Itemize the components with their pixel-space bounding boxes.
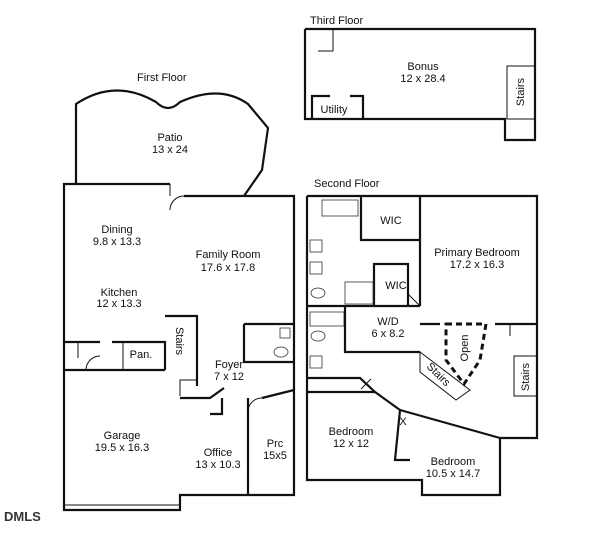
second-floor-title: Second Floor xyxy=(314,178,380,190)
sink-icon xyxy=(279,327,291,339)
third-floor-title: Third Floor xyxy=(310,15,364,27)
closet-x-line xyxy=(360,378,372,390)
door-arc xyxy=(85,355,101,371)
patio-dim: 13 x 24 xyxy=(152,144,188,156)
wd-wall xyxy=(343,306,420,354)
wic-2-label: WIC xyxy=(385,280,406,292)
prc-dim: 15x5 xyxy=(263,450,287,462)
wd-dim: 6 x 8.2 xyxy=(371,328,404,340)
third-floor: Third Floor Bonus 12 x 28.4 Utility Stai… xyxy=(303,15,537,142)
bathtub-icon xyxy=(309,311,345,327)
office-label: Office xyxy=(204,447,233,459)
open-label: Open xyxy=(459,335,471,362)
bonus-dim: 12 x 28.4 xyxy=(400,73,445,85)
foyer-dim: 7 x 12 xyxy=(214,371,244,383)
prc-label: Prc xyxy=(267,438,284,450)
first-stairs-label: Stairs xyxy=(173,327,185,356)
first-floor-outline xyxy=(62,182,296,512)
third-stairs-box xyxy=(506,65,536,120)
first-floor: First Floor Patio 13 x 24 Dining 9.8 x 1… xyxy=(62,72,296,512)
pantry-label: Pan. xyxy=(130,349,153,361)
primary-bedroom-label: Primary Bedroom xyxy=(434,247,520,259)
stairs-wall xyxy=(165,314,199,386)
wic-wall xyxy=(359,196,420,242)
third-stairs-label: Stairs xyxy=(515,77,527,106)
primary-bedroom-dim: 17.2 x 16.3 xyxy=(450,259,504,271)
prc-wall xyxy=(261,388,295,400)
door-arc xyxy=(169,195,185,211)
office-dim: 13 x 10.3 xyxy=(195,459,240,471)
foyer-label: Foyer xyxy=(215,359,243,371)
bedroom-wall xyxy=(374,391,410,462)
shower-icon xyxy=(344,281,374,305)
patio-outline xyxy=(74,89,270,197)
garage-label: Garage xyxy=(104,430,141,442)
dining-dim: 9.8 x 13.3 xyxy=(93,236,141,248)
bedroom-2-dim: 10.5 x 14.7 xyxy=(426,468,480,480)
bedroom-wall xyxy=(399,408,501,440)
sink-icon xyxy=(309,239,323,253)
utility-label: Utility xyxy=(321,104,348,116)
toilet-icon xyxy=(310,330,326,342)
bedroom-1-dim: 12 x 12 xyxy=(333,438,369,450)
second-stairs-a xyxy=(419,350,471,401)
wall-line xyxy=(407,293,421,307)
wd-label: W/D xyxy=(377,316,398,328)
door-arc xyxy=(247,397,263,411)
dmls-logo: DMLS xyxy=(4,509,41,524)
patio-label: Patio xyxy=(157,132,182,144)
wic-wall xyxy=(372,262,410,306)
sink-icon xyxy=(309,355,323,369)
second-stairs-b-box xyxy=(513,355,538,397)
toilet-icon xyxy=(310,287,326,299)
pantry-wall xyxy=(112,340,167,370)
office-wall xyxy=(180,387,225,400)
toilet-icon xyxy=(273,346,289,358)
bedroom-1-label: Bedroom xyxy=(329,426,374,438)
dining-label: Dining xyxy=(101,224,132,236)
kitchen-label: Kitchen xyxy=(101,287,138,299)
open-to-below xyxy=(444,322,488,387)
wic-1-label: WIC xyxy=(380,215,401,227)
family-room-label: Family Room xyxy=(196,249,261,261)
foyer-wall xyxy=(179,379,196,396)
second-stairs-b-label: Stairs xyxy=(520,362,532,391)
second-floor-outline xyxy=(305,194,539,497)
utility-wall xyxy=(350,94,365,119)
office-wall xyxy=(210,398,224,416)
bedroom-2-label: Bedroom xyxy=(431,456,476,468)
sink-icon xyxy=(309,261,323,275)
first-floor-title: First Floor xyxy=(137,72,187,84)
utility-wall xyxy=(310,94,330,119)
second-stairs-a-label: Stairs xyxy=(424,361,453,390)
bath-wall xyxy=(242,324,294,364)
garage-dim: 19.5 x 16.3 xyxy=(95,442,149,454)
second-floor: Second Floor WIC WI xyxy=(305,178,539,497)
family-room-dim: 17.6 x 17.8 xyxy=(201,262,255,274)
kitchen-dim: 12 x 13.3 xyxy=(96,298,141,310)
third-floor-outline xyxy=(303,27,537,142)
closet-x-mark: X xyxy=(399,416,407,428)
bathtub-icon xyxy=(321,199,359,217)
bonus-label: Bonus xyxy=(407,61,439,73)
